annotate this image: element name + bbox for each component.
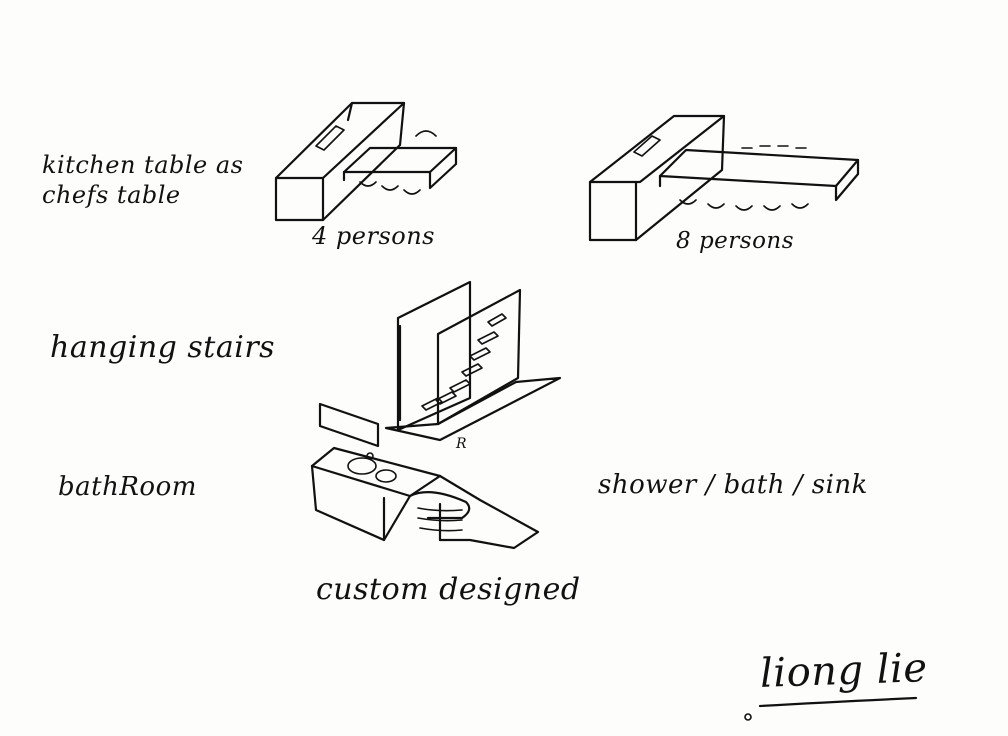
kitchen-table-label-line2: chefs table: [42, 181, 181, 209]
stairs-mark-label: R: [456, 436, 468, 452]
kitchen-table-label-line1: kitchen table as: [42, 151, 244, 179]
bathroom-unit-sketch: [310, 402, 540, 550]
bathroom-label: bathRoom: [58, 472, 197, 502]
hanging-stairs-sketch: [384, 280, 562, 442]
shower-bath-sink-label: shower / bath / sink: [598, 470, 868, 500]
hanging-stairs-label: hanging stairs: [50, 330, 276, 365]
kitchen-table-8-persons-sketch: [588, 114, 860, 242]
eight-persons-label: 8 persons: [676, 228, 795, 254]
signature: liong lie: [759, 645, 929, 697]
kitchen-table-4-persons-sketch: [274, 101, 458, 222]
custom-designed-label: custom designed: [316, 572, 581, 607]
kitchen-table-label: kitchen table as chefs table: [42, 150, 244, 210]
signature-flourish: [744, 696, 918, 721]
four-persons-label: 4 persons: [312, 222, 435, 250]
